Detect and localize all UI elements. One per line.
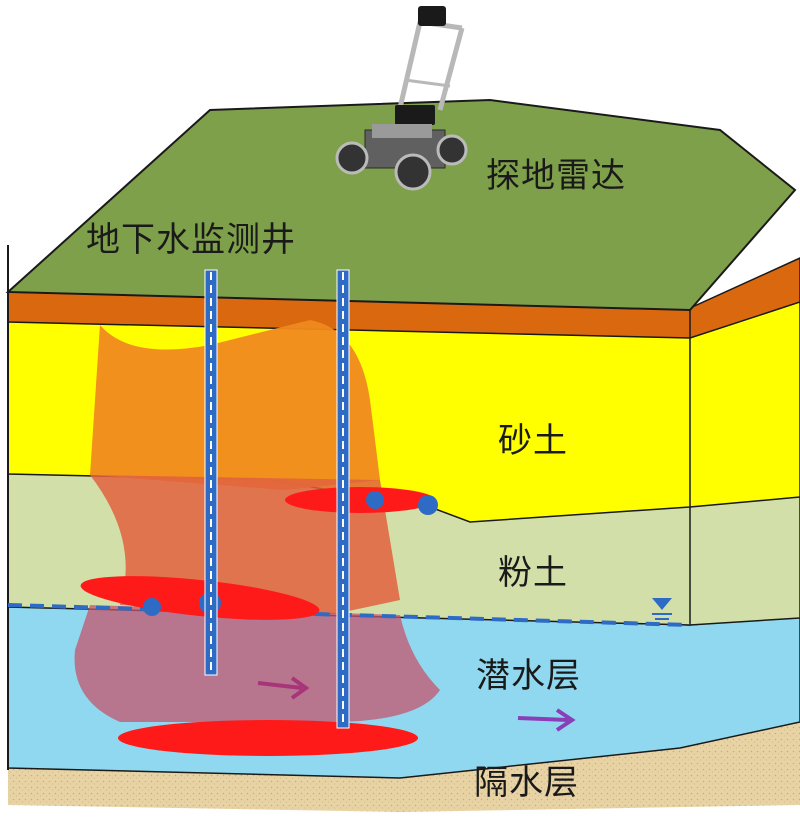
groundwater-flow-arrow-outer	[517, 708, 576, 732]
contaminant-plume-upper	[90, 320, 380, 490]
contaminant-lens-middle	[80, 576, 320, 620]
aquitard-layer-label: 隔水层	[474, 763, 579, 803]
contaminant-droplet	[418, 495, 438, 515]
gpr-label: 探地雷达	[486, 156, 626, 196]
contaminant-droplet	[143, 598, 161, 616]
contaminant-droplet	[366, 491, 384, 509]
monitoring-well-right	[336, 269, 350, 729]
monitoring-well-label: 地下水监测井	[86, 220, 296, 260]
contaminant-lens-upper	[285, 487, 435, 513]
monitoring-well-left	[204, 269, 218, 676]
water-table-symbol	[652, 598, 672, 620]
gpr-cart-icon	[335, 6, 468, 191]
aquitard-layer	[8, 720, 800, 812]
aquifer-layer-label: 潜水层	[476, 656, 581, 696]
contaminant-plume-lower	[74, 605, 440, 722]
silt-layer-label: 粉土	[498, 553, 568, 593]
sand-layer-label: 砂土	[498, 421, 568, 461]
contaminant-pool-bottom	[118, 720, 418, 756]
groundwater-flow-arrow-inner	[257, 676, 310, 700]
